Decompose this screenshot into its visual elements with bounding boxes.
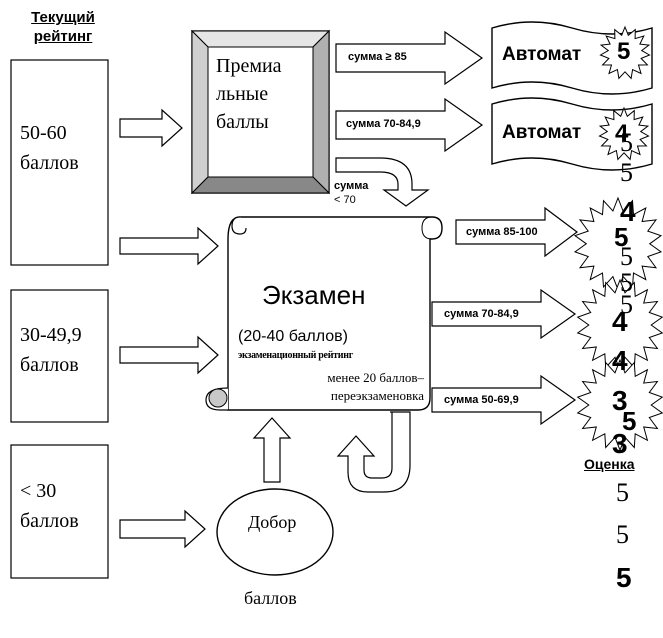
dobor-label: Добор: [248, 512, 297, 532]
rating-box-1-line2: баллов: [20, 152, 79, 174]
rating-box-2-line2: баллов: [20, 354, 79, 376]
exam-grade-3: 3: [612, 385, 628, 416]
exam-title: Экзамен: [262, 280, 366, 310]
stray-grade-a: 5: [620, 128, 633, 157]
label-sum-ge85: сумма ≥ 85: [348, 51, 407, 63]
stray-grade-b: 5: [620, 158, 633, 187]
ocenka-value-3: 5: [616, 562, 632, 593]
exam-fail-line1: менее 20 баллов–: [327, 370, 424, 385]
automat-label-2: Автомат: [502, 122, 582, 143]
label-sum-85-100: сумма 85-100: [466, 226, 538, 238]
rating-box-1-line1: 50-60: [20, 122, 67, 144]
ocenka-header: Оценка: [584, 456, 635, 472]
rating-box-2-line1: 30-49,9: [20, 324, 82, 346]
premium-line1: Премиа: [216, 55, 282, 77]
automat-label-1: Автомат: [502, 44, 582, 65]
stray-grade-g: 4: [612, 345, 628, 376]
automat-grade-2: 4: [615, 120, 629, 147]
dobor-ellipse: [216, 488, 334, 576]
header-title-line1: Текущий: [31, 9, 95, 26]
rating-box-3-line2: баллов: [20, 510, 79, 532]
label-sum-50-69: сумма 50-69,9: [444, 394, 519, 406]
burst-exam-3: [576, 358, 663, 452]
arrow-premium-ge85: [335, 30, 484, 86]
exam-rating-label: экзаменационный рейтинг: [238, 350, 353, 361]
rating-box-50-60: [10, 59, 109, 266]
arrow-exam-85-100: [455, 206, 578, 258]
arrow-dobor-to-exam: [252, 417, 292, 483]
ocenka-value-2: 5: [616, 520, 629, 549]
rating-box-lt30: [10, 444, 109, 579]
stray-grade-j: 5: [622, 406, 637, 436]
exam-grade-2: 4: [612, 306, 628, 337]
stray-grade-f: 5: [620, 290, 633, 319]
automat-grade-1: 5: [617, 38, 631, 65]
arrow-exam-50-69: [431, 374, 577, 426]
stray-grade-d: 5: [620, 242, 633, 271]
premium-line2: льные: [216, 83, 269, 105]
premium-box: [190, 29, 331, 195]
arrow-box1-to-exam: [119, 226, 219, 266]
exam-grade-1: 4: [620, 196, 636, 227]
arrow-premium-70-84: [335, 97, 484, 153]
arrow-box1-to-premium: [119, 108, 183, 148]
burst-auto-2: [598, 106, 650, 161]
label-sum-lt70-line2: < 70: [334, 194, 356, 206]
arrow-box2-to-exam: [119, 335, 219, 375]
stray-grade-e: 5: [620, 268, 633, 297]
exam-fail-line2: переэкзаменовка: [330, 388, 424, 403]
header-title-line2: рейтинг: [33, 28, 93, 45]
ocenka-value-1: 5: [616, 478, 629, 507]
label-sum-lt70-line1: сумма: [334, 180, 369, 192]
stray-grade-i: 3: [612, 428, 628, 459]
rating-box-30-49: [10, 289, 109, 423]
arrow-retake-loop: [336, 411, 411, 493]
stray-grade-c: 5: [614, 222, 629, 252]
arrow-premium-lt70: [335, 157, 430, 207]
premium-line3: баллы: [216, 111, 269, 133]
label-sum-70-84-exam: сумма 70-84,9: [444, 308, 519, 320]
burst-auto-1: [599, 25, 651, 80]
arrow-exam-70-84: [431, 288, 577, 340]
exam-points: (20-40 баллов): [238, 328, 348, 345]
rating-box-3-line1: < 30: [20, 480, 57, 502]
label-sum-70-84-premium: сумма 70-84,9: [346, 118, 421, 130]
dobor-below-label: баллов: [244, 588, 297, 608]
arrow-box3-to-dobor: [119, 509, 206, 549]
exam-scroll: [205, 216, 443, 411]
